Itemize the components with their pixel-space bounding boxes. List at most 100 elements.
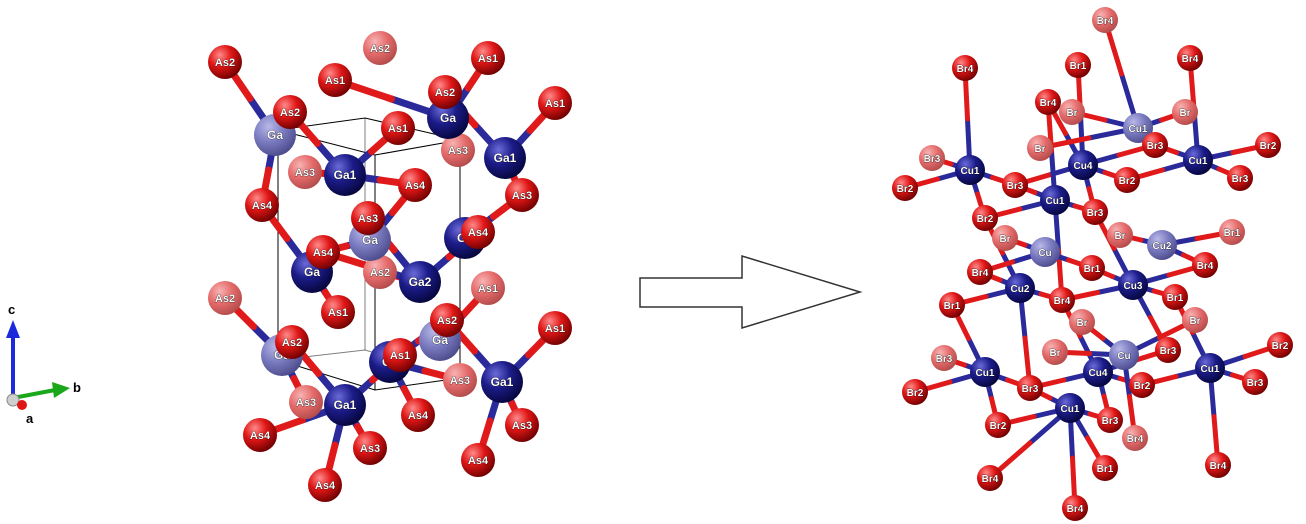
- cu-sphere: [970, 357, 1000, 387]
- as-atom: As1: [318, 63, 352, 97]
- as-label: As1: [545, 323, 565, 335]
- br-label: Br4: [972, 268, 989, 279]
- ga-label: Ga: [267, 128, 283, 142]
- ga-sphere: [399, 261, 441, 303]
- as-label: As3: [512, 420, 532, 432]
- ga-atom: Ga1: [324, 154, 366, 196]
- br-sphere: [972, 205, 998, 231]
- as-label: As4: [313, 247, 334, 259]
- b-axis: [12, 388, 56, 400]
- br-label: Br4: [1054, 296, 1071, 307]
- br-label: Br1: [1224, 228, 1241, 239]
- br-sphere: [985, 412, 1011, 438]
- as-label: As1: [388, 123, 408, 135]
- br-sphere: [1107, 222, 1133, 248]
- as-sphere: [538, 86, 572, 120]
- as-sphere: [428, 75, 462, 109]
- as-label: As4: [468, 227, 489, 239]
- as-label: As2: [280, 107, 300, 119]
- br-atom: Br: [1059, 99, 1085, 125]
- as-label: As2: [215, 293, 235, 305]
- as-atom: As4: [398, 168, 432, 202]
- br-sphere: [892, 175, 918, 201]
- as-label: As1: [325, 75, 345, 87]
- br-atom: Br: [1182, 307, 1208, 333]
- br-atom: Br4: [1035, 89, 1061, 115]
- br-sphere: [1162, 284, 1188, 310]
- br-atom: Br: [1042, 339, 1068, 365]
- cu-label: Cu1: [961, 166, 980, 177]
- br-atom: Br3: [1142, 132, 1168, 158]
- br-sphere: [1267, 332, 1293, 358]
- br-atom: Br3: [1002, 172, 1028, 198]
- as-atom: As2: [208, 45, 242, 79]
- as-sphere: [288, 155, 322, 189]
- as-sphere: [208, 45, 242, 79]
- as-label: As4: [252, 200, 273, 212]
- br-sphere: [1035, 89, 1061, 115]
- br-atom: Br4: [1122, 425, 1148, 451]
- as-sphere: [430, 303, 464, 337]
- br-atom: Br: [992, 225, 1018, 251]
- as-atom: As3: [505, 408, 539, 442]
- br-atom: Br2: [1114, 167, 1140, 193]
- ga-sphere: [481, 361, 523, 403]
- br-label: Br: [999, 234, 1010, 245]
- as-label: As2: [370, 267, 390, 279]
- cu-label: Cu4: [1074, 161, 1093, 172]
- br-sphere: [1042, 339, 1068, 365]
- br-sphere: [1182, 307, 1208, 333]
- br-sphere: [977, 465, 1003, 491]
- br-label: Br2: [907, 388, 924, 399]
- as-label: As1: [478, 283, 498, 295]
- br-atom: Br1: [1092, 455, 1118, 481]
- as-sphere: [289, 385, 323, 419]
- br-label: Br4: [1182, 54, 1199, 65]
- as-atom: As1: [538, 86, 572, 120]
- axes-indicator: c b a: [6, 302, 81, 426]
- br-sphere: [1242, 369, 1268, 395]
- br-atom: Br: [1027, 135, 1053, 161]
- br-sphere: [902, 379, 928, 405]
- br-atom: Br4: [1062, 495, 1088, 521]
- br-sphere: [1065, 52, 1091, 78]
- origin-ball: [6, 393, 20, 407]
- br-sphere: [952, 55, 978, 81]
- cu-atom: Cu3: [1118, 270, 1148, 300]
- as-label: As4: [468, 455, 489, 467]
- cu-label: Cu1: [1046, 196, 1065, 207]
- as-sphere: [308, 468, 342, 502]
- ga-atom: Ga1: [324, 384, 366, 426]
- cu-sphere: [1055, 393, 1085, 423]
- gaas-structure: As2As3As3As2As1As2As3As3GaGaGaGaGaGa1Ga1…: [208, 31, 572, 502]
- cu-sphere: [1005, 273, 1035, 303]
- br-sphere: [967, 259, 993, 285]
- as-sphere: [306, 235, 340, 269]
- br-label: Br: [1076, 318, 1087, 329]
- cu-atom: Cu1: [1183, 145, 1213, 175]
- br-atom: Br3: [919, 145, 945, 171]
- br-label: Br4: [1067, 504, 1084, 515]
- br-sphere: [1255, 132, 1281, 158]
- br-atom: Br3: [1017, 375, 1043, 401]
- br-sphere: [1069, 309, 1095, 335]
- br-label: Br3: [1102, 416, 1119, 427]
- as-atom: As3: [441, 133, 475, 167]
- br-label: Br3: [1147, 141, 1164, 152]
- cu-sphere: [1040, 185, 1070, 215]
- cu-label: Cu: [1038, 248, 1051, 259]
- as-sphere: [401, 398, 435, 432]
- br-sphere: [1017, 375, 1043, 401]
- as-atom: As4: [306, 235, 340, 269]
- br-atom: Br2: [985, 412, 1011, 438]
- br-label: Br1: [1070, 61, 1087, 72]
- br-atom: Br4: [1205, 452, 1231, 478]
- br-label: Br3: [924, 154, 941, 165]
- ga-label: Ga: [304, 265, 320, 279]
- as-label: As2: [215, 57, 235, 69]
- br-label: Br: [1034, 144, 1045, 155]
- as-atom: As1: [538, 311, 572, 345]
- ga-sphere: [324, 384, 366, 426]
- br-label: Br: [1189, 316, 1200, 327]
